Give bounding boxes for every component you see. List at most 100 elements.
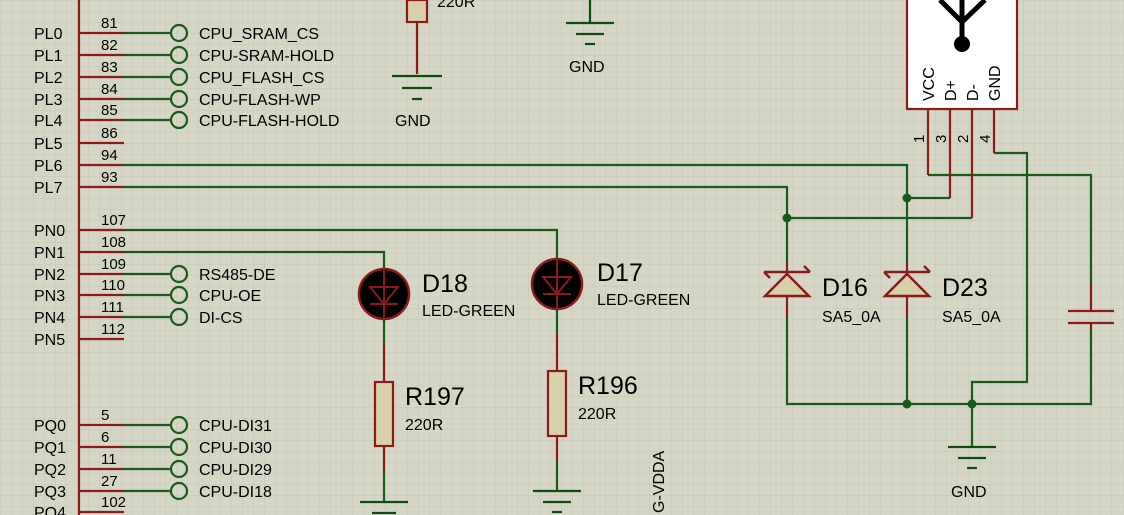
pin-number-pn5: 112 [101,321,125,338]
led-d17-value: LED-GREEN [597,292,690,309]
resistor-r197-ref: R197 [405,383,465,411]
pin-number-pn1: 108 [101,234,126,251]
pin-number-pl5: 86 [101,125,118,142]
ground-symbol [566,21,614,46]
pin-number-pq0: 5 [101,407,109,424]
net-terminal-pl0 [169,23,189,43]
pin-name-pn5: PN5 [34,332,65,349]
mcu-pin-list: PL081CPU_SRAM_CSPL182CPU-SRAM-HOLDPL283C… [34,15,339,515]
net-terminal-pq1 [169,437,189,457]
pin-name-pl4: PL4 [34,113,63,130]
ground-symbol [948,445,996,470]
junction [902,399,912,409]
net-terminal-pq2 [169,459,189,479]
net-label-pl4: CPU-FLASH-HOLD [199,113,339,130]
wire-cap-top [928,173,1093,284]
net-terminal-pl1 [169,45,189,65]
pin-number-pq4: 102 [101,494,126,511]
pin-name-pq3: PQ3 [34,484,66,501]
wire-ground-rail [785,318,1093,406]
net-label-pq0: CPU-DI31 [199,418,272,435]
net-terminal-pq3 [169,481,189,501]
usb-icon-dot [954,36,970,52]
tvs-d23-ref: D23 [942,274,988,302]
net-label-pn3: CPU-OE [199,288,261,305]
pin-number-pq2: 11 [101,451,117,468]
pin-number-pq3: 27 [101,473,118,490]
net-label-pq1: CPU-DI30 [199,440,272,457]
resistor-r196-body [546,369,568,438]
net-label-pn4: DI-CS [199,310,243,327]
tvs-d16-value: SA5_0A [822,309,881,326]
net-terminal-pn3 [169,285,189,305]
pin-name-pn2: PN2 [34,267,65,284]
pin-number-pl1: 82 [101,37,118,54]
pin-number-pl7: 93 [101,169,118,186]
pin-name-pn4: PN4 [34,310,65,327]
net-label-pn2: RS485-DE [199,267,275,284]
ground-symbol [392,74,442,101]
resistor-r196-value: 220R [578,406,616,423]
tvs-d16-ref: D16 [822,274,868,302]
ground-label: GND [569,59,605,76]
resistor-r197-body [373,380,395,448]
pin-number-pl4: 85 [101,102,118,119]
wire-usb-gnd [970,151,1029,446]
pin-name-pl2: PL2 [34,70,63,87]
tvs-d23-value: SA5_0A [942,309,1001,326]
pin-number-pl6: 94 [101,147,118,164]
pin-name-pl7: PL7 [34,180,63,197]
usb-pin-number-0: 1 [911,135,928,143]
pin-name-pq2: PQ2 [34,462,66,479]
usb-pin-name-2: D- [965,84,982,101]
pin-name-pq4: PQ4 [34,505,66,515]
pin-number-pq1: 6 [101,429,109,446]
usb-pin-number-1: 3 [933,135,950,143]
pin-number-pl2: 83 [101,59,118,76]
pin-name-pl3: PL3 [34,92,63,109]
pin-name-pn1: PN1 [34,245,65,262]
pin-name-pq0: PQ0 [34,418,66,435]
usb-pin-name-3: GND [987,65,1004,101]
led-d17-ref: D17 [597,259,643,287]
pin-number-pn2: 109 [101,256,126,273]
net-terminal-pl3 [169,89,189,109]
net-label-pl0: CPU_SRAM_CS [199,26,319,43]
wire-pl7 [124,185,972,220]
usb-pin-number-2: 2 [955,135,972,143]
net-label-pq2: CPU-DI29 [199,462,272,479]
vdda-net-label: G-VDDA [651,450,668,513]
net-terminal-pq0 [169,415,189,435]
led-d18-value: LED-GREEN [422,303,515,320]
led-d17-symbol [540,260,574,308]
usb-icon [938,0,987,42]
wire-pn1 [124,250,386,268]
pin-number-pl3: 84 [101,81,118,98]
led-d18-ref: D18 [422,270,468,298]
usb-pin-name-1: D+ [943,80,960,101]
net-label-pl1: CPU-SRAM-HOLD [199,48,334,65]
net-terminal-pn4 [169,307,189,327]
tvs-d16-symbol [762,265,812,298]
ground-symbol [360,500,408,515]
pin-number-pl0: 81 [101,15,118,32]
net-terminal-pn2 [169,264,189,284]
wire-pn0 [124,228,559,258]
pin-number-pn0: 107 [101,212,126,229]
pin-name-pl5: PL5 [34,136,63,153]
pin-name-pl0: PL0 [34,26,63,43]
net-label-pl2: CPU_FLASH_CS [199,70,324,87]
pin-number-pn3: 110 [101,277,125,294]
usb-pin-name-0: VCC [921,67,938,101]
pin-name-pq1: PQ1 [34,440,66,457]
pin-number-pn4: 111 [101,299,124,316]
ground-label: GND [951,484,987,501]
net-terminal-pl4 [169,110,189,130]
led-d18-symbol [367,270,401,318]
pin-name-pn0: PN0 [34,223,65,240]
net-terminal-pl2 [169,67,189,87]
usb-pin-number-3: 4 [977,135,994,143]
net-label-pl3: CPU-FLASH-WP [199,92,321,109]
top-resistor-body [405,0,429,24]
